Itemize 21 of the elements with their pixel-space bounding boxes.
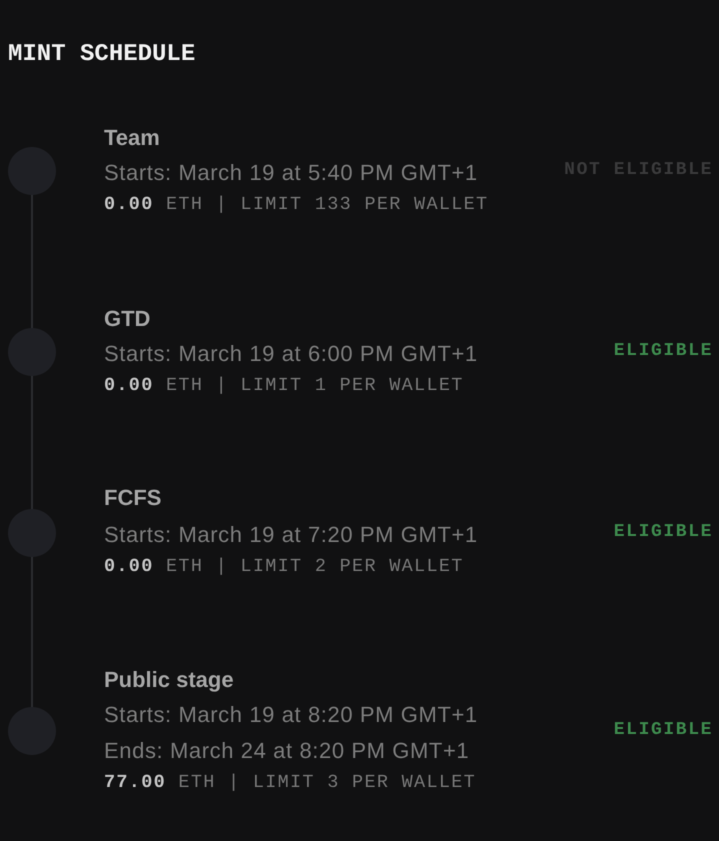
schedule-time: Starts: March 19 at 6:00 PM GMT+1 <box>104 341 478 367</box>
stage-title: FCFS <box>104 485 162 511</box>
price-limit: 0.00 ETH | LIMIT 1 PER WALLET <box>104 374 464 398</box>
schedule-time: Starts: March 19 at 5:40 PM GMT+1 <box>104 160 478 186</box>
eligibility-status: ELIGIBLE <box>614 719 713 742</box>
stage-title: Team <box>104 125 160 151</box>
schedule-time: Starts: March 19 at 7:20 PM GMT+1 <box>104 522 478 548</box>
section-heading: MINT SCHEDULE <box>8 40 196 70</box>
eligibility-status: ELIGIBLE <box>614 340 713 363</box>
stage-title: GTD <box>104 306 150 332</box>
schedule-time: Ends: March 24 at 8:20 PM GMT+1 <box>104 738 470 764</box>
price-limit: 77.00 ETH | LIMIT 3 PER WALLET <box>104 771 476 795</box>
timeline-dot <box>8 707 56 755</box>
price-limit: 0.00 ETH | LIMIT 133 PER WALLET <box>104 193 488 217</box>
eligibility-status: ELIGIBLE <box>614 521 713 544</box>
timeline-dot <box>8 147 56 195</box>
price-limit: 0.00 ETH | LIMIT 2 PER WALLET <box>104 555 464 579</box>
stage-title: Public stage <box>104 667 234 693</box>
schedule-time: Starts: March 19 at 8:20 PM GMT+1 <box>104 702 478 728</box>
timeline-dot <box>8 509 56 557</box>
timeline-dot <box>8 328 56 376</box>
